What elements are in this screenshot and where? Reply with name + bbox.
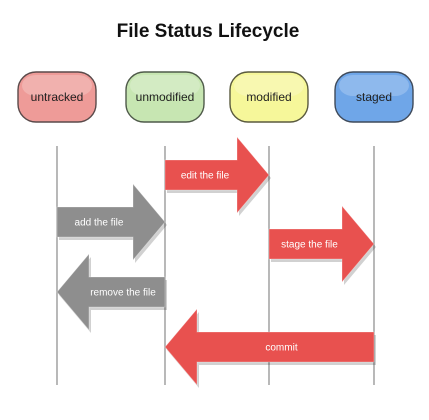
state-staged-node [334, 71, 414, 123]
state-unmodified-node [125, 71, 205, 123]
state-modified-node [229, 71, 309, 123]
transition-arrows: edit the file add the file stage the file r… [56, 135, 376, 388]
state-modified-label: modified [246, 90, 291, 104]
arrow-add-the-file: add the file [56, 182, 167, 263]
arrow-remove-the-file-shape [56, 252, 166, 332]
arrow-edit-the-file-shape [164, 135, 270, 215]
arrow-add-the-file-shape [56, 182, 166, 262]
state-staged: staged [334, 71, 414, 123]
arrow-remove-the-file: remove the file [56, 252, 167, 333]
arrow-stage-the-file: stage the file [268, 204, 376, 285]
state-unmodified-highlight [130, 75, 200, 96]
arrow-add-the-file-label: add the file [75, 218, 124, 229]
state-unmodified-label: unmodified [136, 90, 195, 104]
state-untracked-highlight [22, 75, 92, 96]
arrow-stage-the-file-shape [268, 204, 375, 284]
arrow-commit-label: commit [265, 343, 297, 354]
arrow-edit-the-file: edit the file [164, 135, 271, 216]
state-unmodified: unmodified [125, 71, 205, 123]
state-untracked-label: untracked [31, 90, 84, 104]
state-staged-highlight [339, 75, 409, 96]
arrow-commit: commit [164, 307, 376, 388]
state-staged-label: staged [356, 90, 392, 104]
arrow-remove-the-file-label: remove the file [90, 288, 156, 299]
diagram-title: File Status Lifecycle [117, 21, 300, 42]
arrow-commit-shape [164, 307, 375, 387]
state-nodes: untracked unmodified modified staged [17, 71, 414, 123]
state-untracked: untracked [17, 71, 97, 123]
state-modified: modified [229, 71, 309, 123]
state-modified-highlight [234, 75, 304, 96]
arrow-stage-the-file-label: stage the file [281, 240, 338, 251]
state-untracked-node [17, 71, 97, 123]
arrow-edit-the-file-label: edit the file [181, 171, 230, 182]
